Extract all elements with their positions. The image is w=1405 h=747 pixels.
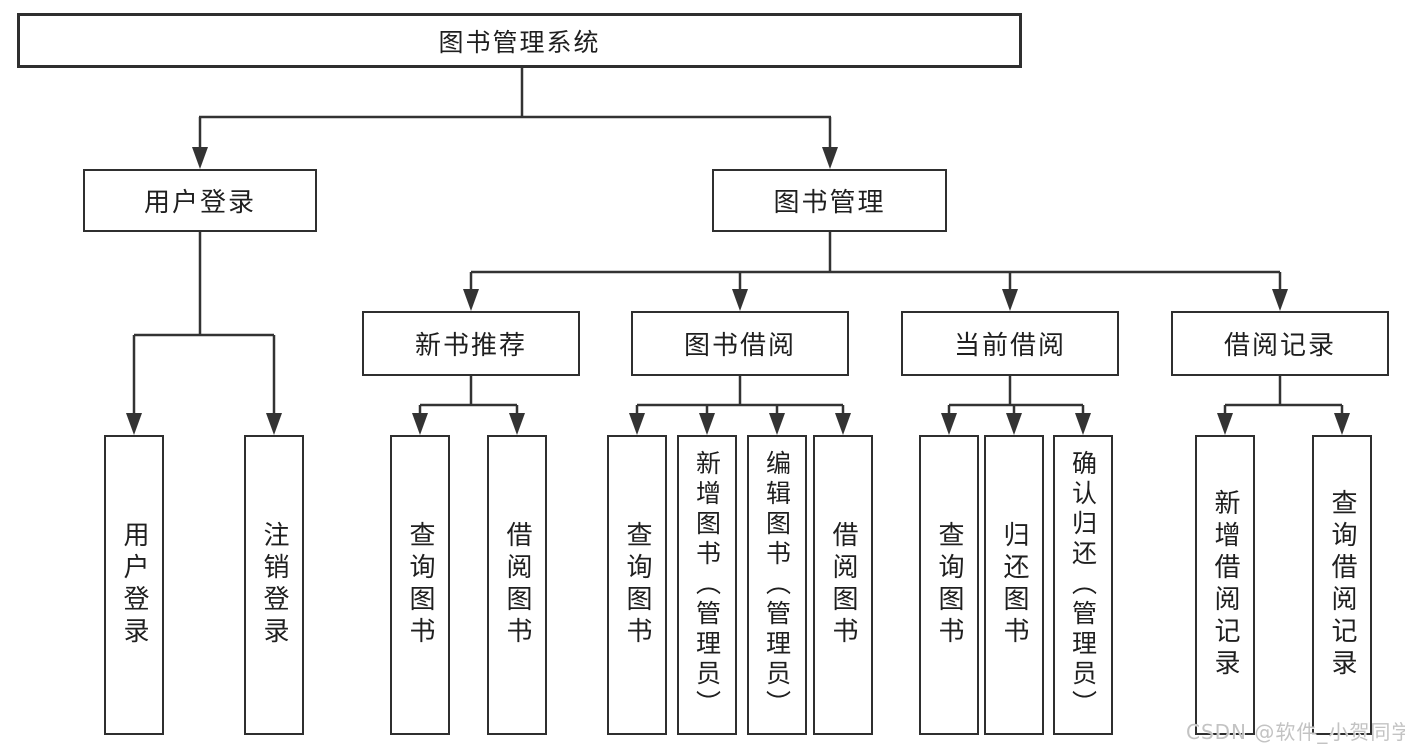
connector-current-fork — [947, 376, 1085, 416]
leaf-borrow-query-books: 查询图书 — [607, 435, 667, 735]
arrowhead — [732, 289, 748, 311]
connector-bookmgmt-to-level3 — [469, 232, 1282, 292]
node-book-borrow: 图书借阅 — [631, 311, 849, 376]
node-borrow-records: 借阅记录 — [1171, 311, 1389, 376]
leaf-logout: 注销登录 — [244, 435, 304, 735]
node-root: 图书管理系统 — [17, 13, 1022, 68]
leaf-label: 新增借阅记录 — [1210, 489, 1240, 681]
leaf-records-add-record: 新增借阅记录 — [1195, 435, 1255, 735]
leaf-borrow-add-books-admin: 新增图书（管理员） — [677, 435, 737, 735]
arrowhead — [1217, 413, 1233, 435]
arrowhead — [699, 413, 715, 435]
connector-newbook-fork — [418, 376, 519, 416]
leaf-label: 编辑图书（管理员） — [762, 450, 792, 720]
leaf-label: 归还图书 — [999, 521, 1029, 649]
leaf-label: 用户登录 — [119, 521, 149, 649]
leaf-current-confirm-return-admin: 确认归还（管理员） — [1053, 435, 1113, 735]
leaf-user-login: 用户登录 — [104, 435, 164, 735]
arrowhead — [126, 413, 142, 435]
arrowhead — [509, 413, 525, 435]
arrowhead — [266, 413, 282, 435]
leaf-current-query-books: 查询图书 — [919, 435, 979, 735]
arrowhead — [941, 413, 957, 435]
node-current-borrow: 当前借阅 — [901, 311, 1119, 376]
leaf-label: 注销登录 — [259, 521, 289, 649]
arrowhead — [629, 413, 645, 435]
leaf-recommend-query-books: 查询图书 — [390, 435, 450, 735]
leaf-records-query-record: 查询借阅记录 — [1312, 435, 1372, 735]
arrowhead — [463, 289, 479, 311]
node-new-book-recommend: 新书推荐 — [362, 311, 580, 376]
arrowhead — [835, 413, 851, 435]
leaf-current-return-books: 归还图书 — [984, 435, 1044, 735]
arrowhead — [1002, 289, 1018, 311]
arrowhead — [822, 147, 838, 169]
leaf-label: 确认归还（管理员） — [1068, 450, 1098, 720]
leaf-label: 查询图书 — [405, 521, 435, 649]
node-user-login: 用户登录 — [83, 169, 317, 232]
arrowhead — [1334, 413, 1350, 435]
connector-records-fork — [1223, 376, 1344, 416]
connector-borrow-fork — [635, 376, 845, 416]
leaf-recommend-borrow-books: 借阅图书 — [487, 435, 547, 735]
connector-root-to-level2 — [198, 68, 832, 150]
connector-userlogin-to-leaves — [132, 232, 276, 416]
leaf-label: 查询图书 — [622, 521, 652, 649]
arrowheads — [126, 147, 1350, 435]
leaf-label: 查询借阅记录 — [1327, 489, 1357, 681]
leaf-label: 新增图书（管理员） — [692, 450, 722, 720]
leaf-label: 借阅图书 — [502, 521, 532, 649]
leaf-borrow-edit-books-admin: 编辑图书（管理员） — [747, 435, 807, 735]
leaf-label: 查询图书 — [934, 521, 964, 649]
arrowhead — [412, 413, 428, 435]
node-book-management: 图书管理 — [712, 169, 947, 232]
arrowhead — [1075, 413, 1091, 435]
leaf-label: 借阅图书 — [828, 521, 858, 649]
arrowhead — [769, 413, 785, 435]
arrowhead — [1272, 289, 1288, 311]
watermark-text: CSDN @软件_小贺同学 — [1186, 720, 1405, 744]
arrowhead — [1006, 413, 1022, 435]
leaf-borrow-borrow-books: 借阅图书 — [813, 435, 873, 735]
arrowhead — [192, 147, 208, 169]
